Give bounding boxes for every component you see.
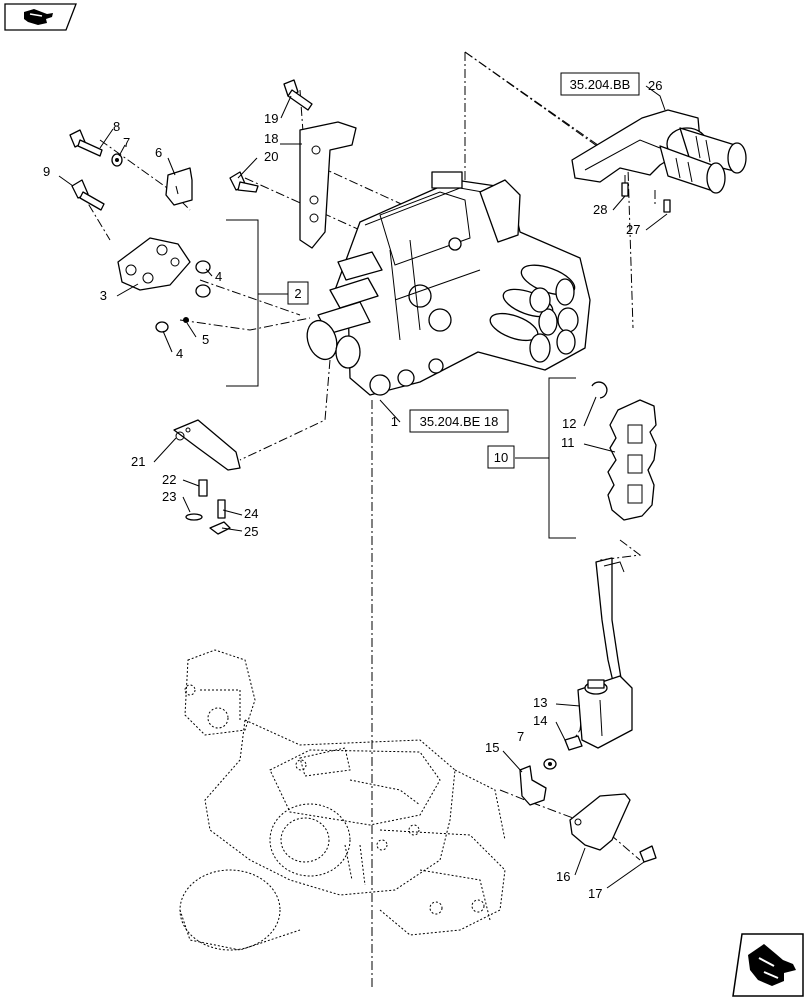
callout-15: 15 [485, 740, 499, 755]
spring-pin-24[interactable] [217, 499, 226, 519]
bolt-9[interactable] [71, 179, 105, 211]
bolt-8[interactable] [69, 129, 103, 157]
bracket-6[interactable] [165, 167, 193, 206]
callout-leaders [58, 85, 668, 889]
callout-1: 1 [391, 414, 398, 429]
o-ring-12[interactable] [591, 381, 608, 399]
group-bracket-10 [515, 377, 576, 539]
callout-12: 12 [562, 416, 576, 431]
bolt-20[interactable] [229, 171, 259, 193]
callout-23: 23 [162, 489, 176, 504]
callout-7-lower: 7 [517, 729, 524, 744]
control-valve-assembly[interactable] [302, 171, 591, 396]
hand-pointer-icon [24, 9, 53, 25]
o-ring-4-upper[interactable] [195, 260, 211, 298]
callout-9: 9 [43, 164, 50, 179]
bolt-17[interactable] [639, 845, 657, 863]
plug-5[interactable] [183, 317, 189, 323]
callout-20: 20 [264, 149, 278, 164]
hand-pointer-icon [748, 944, 796, 986]
svg-text:35.204.BE 18: 35.204.BE 18 [420, 414, 499, 429]
mounting-bracket-18[interactable] [299, 121, 357, 249]
callout-27: 27 [626, 222, 640, 237]
callout-8: 8 [113, 119, 120, 134]
callout-5: 5 [202, 332, 209, 347]
nav-previous-button[interactable] [4, 3, 77, 31]
svg-text:2: 2 [294, 286, 301, 301]
reservoir-bottle-13[interactable] [577, 675, 633, 749]
group-box-10: 10 [487, 445, 515, 469]
callout-25: 25 [244, 524, 258, 539]
callout-4-lower: 4 [176, 346, 183, 361]
bolt-14[interactable] [564, 735, 583, 751]
callout-18: 18 [264, 131, 278, 146]
clip-25[interactable] [209, 521, 231, 535]
callout-19: 19 [264, 111, 278, 126]
valve-spool-ports [489, 264, 579, 363]
callout-26: 26 [648, 78, 662, 93]
tractor-housing-phantom [179, 649, 506, 951]
bracket-15[interactable] [519, 765, 547, 806]
bolt-19[interactable] [283, 79, 313, 111]
solenoid-bank-11[interactable] [607, 399, 657, 521]
washer-7-lower[interactable] [543, 758, 557, 770]
callout-13: 13 [533, 695, 547, 710]
pin-22[interactable] [198, 479, 208, 497]
callout-24: 24 [244, 506, 258, 521]
reservoir-bracket-rod[interactable] [595, 557, 625, 687]
callout-4-upper: 4 [215, 269, 222, 284]
group-bracket-2 [226, 219, 288, 387]
guard-bracket-16[interactable] [569, 793, 631, 851]
nav-next-button[interactable] [732, 933, 804, 997]
callout-16: 16 [556, 869, 570, 884]
callout-7-upper: 7 [123, 135, 130, 150]
lever-arm-21[interactable] [173, 419, 241, 471]
svg-text:35.204.BB: 35.204.BB [570, 77, 631, 92]
callout-28: 28 [593, 202, 607, 217]
group-box-2: 2 [287, 281, 309, 305]
callout-labels: 1 3 4 4 5 6 7 7 8 9 11 12 13 14 15 16 17… [43, 78, 662, 901]
washer-7-upper[interactable] [111, 153, 123, 167]
svg-text:10: 10 [494, 450, 508, 465]
clip-23[interactable] [185, 513, 203, 521]
callout-3: 3 [100, 288, 107, 303]
reference-box-35-204-be-18[interactable]: 35.204.BE 18 [409, 409, 509, 433]
callout-11: 11 [561, 435, 575, 450]
callout-6: 6 [155, 145, 162, 160]
bolt-27[interactable] [663, 199, 671, 213]
manifold-block-3[interactable] [117, 237, 191, 291]
o-ring-4-lower[interactable] [155, 321, 169, 333]
callout-22: 22 [162, 472, 176, 487]
callout-17: 17 [588, 886, 602, 901]
callout-21: 21 [131, 454, 145, 469]
coupler-bracket-assembly[interactable] [571, 109, 747, 194]
valve-control-levers [306, 251, 383, 369]
bolt-28[interactable] [621, 182, 629, 197]
reference-box-35-204-bb[interactable]: 35.204.BB [560, 72, 640, 96]
callout-14: 14 [533, 713, 547, 728]
